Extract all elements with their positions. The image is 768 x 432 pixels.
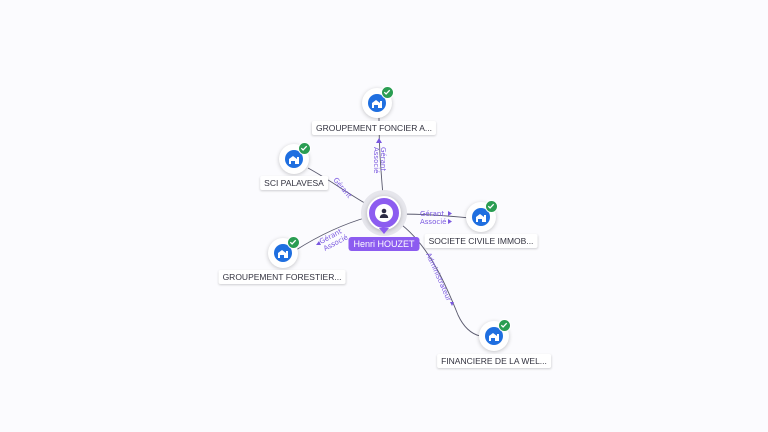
check-icon (485, 200, 498, 213)
company-node-gfa[interactable] (362, 86, 394, 118)
check-icon (287, 236, 300, 249)
svg-text:Gérant: Gérant (331, 176, 353, 200)
edge-label-sci-1: Gérant (331, 176, 353, 200)
person-node[interactable] (367, 196, 401, 234)
company-node-sci2[interactable] (466, 200, 498, 232)
edge-label-gfa-2: Associé (372, 147, 380, 173)
company-node-gf[interactable] (268, 236, 300, 268)
edge-label-sci2-2: Associé (420, 218, 446, 226)
company-node-sci[interactable] (279, 142, 311, 174)
person-label[interactable]: Henri HOUZET (348, 237, 420, 251)
arrow-gf (316, 241, 321, 245)
edge-label-gfa-1: Gérant (379, 147, 387, 171)
building-icon (485, 327, 503, 345)
arrow-sci2-b (448, 219, 452, 224)
arrow-fin (450, 302, 454, 306)
building-icon (274, 244, 292, 262)
company-label-fin[interactable]: FINANCIERE DE LA WEL... (437, 354, 551, 368)
edge-gf (295, 216, 369, 251)
pin-tail (379, 228, 389, 234)
person-icon (375, 204, 393, 222)
arrow-sci2 (448, 211, 452, 216)
edge-label-sci2-1: Gérant (420, 210, 444, 218)
company-label-gf[interactable]: GROUPEMENT FORESTIER... (218, 270, 346, 284)
svg-text:Associé: Associé (372, 147, 380, 173)
company-label-sci2[interactable]: SOCIETE CIVILE IMMOB... (424, 234, 538, 248)
company-label-sci[interactable]: SCI PALAVESA (260, 176, 328, 190)
edge-label-fin-1: Administrateur (424, 252, 453, 303)
svg-text:Administrateur: Administrateur (424, 252, 453, 303)
company-node-fin[interactable] (479, 319, 511, 351)
edge-fin (397, 221, 481, 337)
building-icon (285, 150, 303, 168)
building-icon (368, 94, 386, 112)
check-icon (381, 86, 394, 99)
check-icon (298, 142, 311, 155)
company-label-gfa[interactable]: GROUPEMENT FONCIER A... (311, 121, 437, 135)
svg-text:Gérant: Gérant (379, 147, 387, 171)
arrow-gfa (376, 138, 382, 143)
building-icon (472, 208, 490, 226)
check-icon (498, 319, 511, 332)
